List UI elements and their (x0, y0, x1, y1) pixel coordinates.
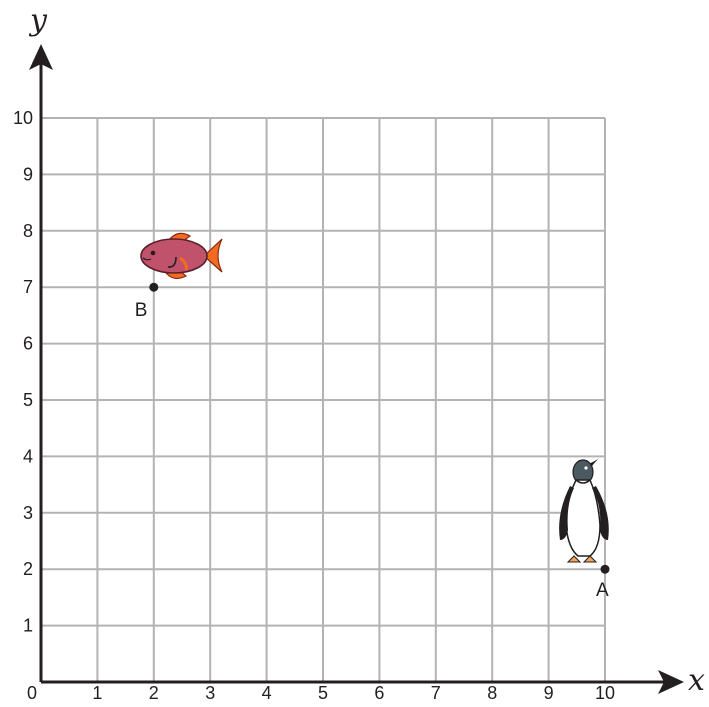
x-tick-label: 3 (205, 683, 215, 702)
x-tick-label: 4 (262, 683, 272, 702)
point-b-label: B (135, 300, 148, 321)
y-tick-label: 1 (23, 616, 33, 636)
y-tick-label: 3 (23, 503, 33, 523)
points: AB (135, 282, 610, 601)
y-tick-label: 6 (23, 334, 33, 354)
x-tick-label: 6 (374, 683, 384, 702)
fish-icon (140, 232, 223, 279)
y-axis-label: y (28, 3, 48, 38)
y-tick-label: 8 (23, 221, 33, 241)
x-axis-arrow (658, 670, 684, 694)
x-tick-label: 2 (149, 683, 159, 702)
x-tick-label: 5 (318, 683, 328, 702)
x-tick-label: 7 (431, 683, 441, 702)
y-tick-label: 10 (13, 108, 33, 128)
point-a-label: A (596, 580, 609, 601)
point-b-marker (149, 282, 159, 292)
y-tick-label: 7 (23, 277, 33, 297)
axes: x y (28, 3, 705, 698)
x-tick-label: 8 (487, 683, 497, 702)
x-tick-label: 0 (27, 683, 37, 702)
y-tick-label: 9 (23, 164, 33, 184)
x-tick-label: 1 (92, 683, 102, 702)
grid-lines (41, 117, 606, 682)
y-tick-label: 2 (23, 559, 33, 579)
y-axis-arrow (29, 44, 53, 70)
tick-labels: 0 1 2 3 4 5 6 7 8 9 10 1 2 3 4 5 6 7 8 9 10 (13, 108, 615, 703)
y-tick-label: 4 (23, 446, 33, 466)
y-tick-label: 5 (23, 390, 33, 410)
x-axis-label: x (688, 663, 705, 698)
x-tick-label: 9 (544, 683, 554, 702)
penguin-icon (559, 456, 609, 563)
x-tick-label: 10 (595, 683, 615, 702)
point-a-marker (600, 564, 610, 574)
